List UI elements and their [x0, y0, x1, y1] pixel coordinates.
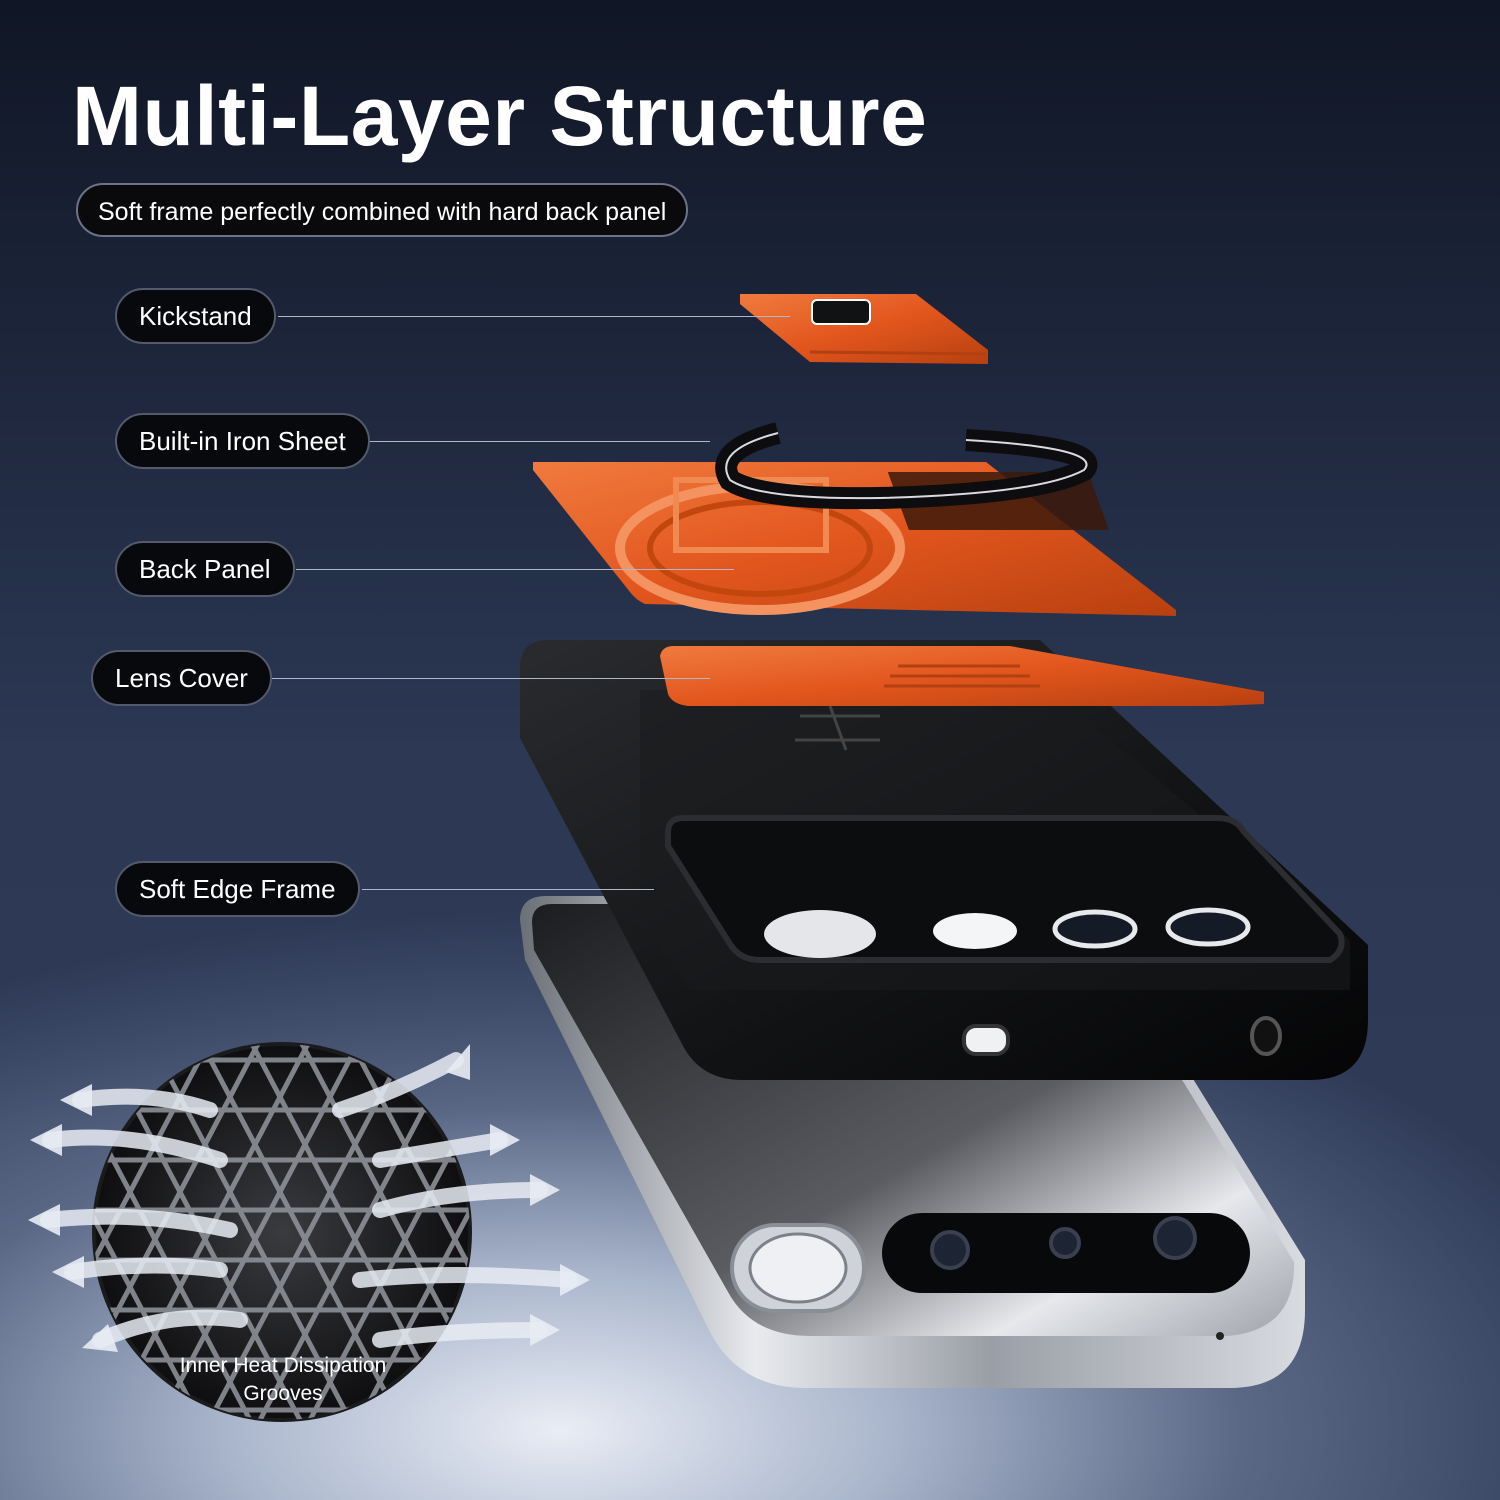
label-kickstand: Kickstand [115, 288, 276, 344]
label-lens-cover: Lens Cover [91, 650, 272, 706]
leader-line-iron-sheet [370, 441, 710, 442]
page-title: Multi-Layer Structure [72, 69, 928, 163]
label-iron-sheet: Built-in Iron Sheet [115, 413, 370, 469]
airflow-arrows [40, 1052, 578, 1348]
heat-dissipation-caption: Inner Heat Dissipation Grooves [120, 1352, 446, 1408]
airflow-arrowheads [28, 1044, 590, 1352]
leader-line-kickstand [278, 316, 790, 317]
kickstand-part [740, 294, 988, 364]
heat-caption-line-1: Inner Heat Dissipation [179, 1354, 387, 1377]
label-back-panel: Back Panel [115, 541, 295, 597]
lens-cover [660, 646, 1264, 706]
leader-line-soft-edge-frame [362, 889, 654, 890]
label-soft-edge-frame: Soft Edge Frame [115, 861, 360, 917]
subtitle-pill: Soft frame perfectly combined with hard … [76, 183, 689, 237]
heat-caption-line-2: Grooves [243, 1382, 323, 1405]
leader-line-back-panel [296, 569, 734, 570]
back-panel [533, 462, 1176, 616]
built-in-iron-sheet [715, 422, 1098, 510]
soft-edge-frame [520, 640, 1368, 1080]
leader-line-lens-cover [272, 678, 710, 679]
